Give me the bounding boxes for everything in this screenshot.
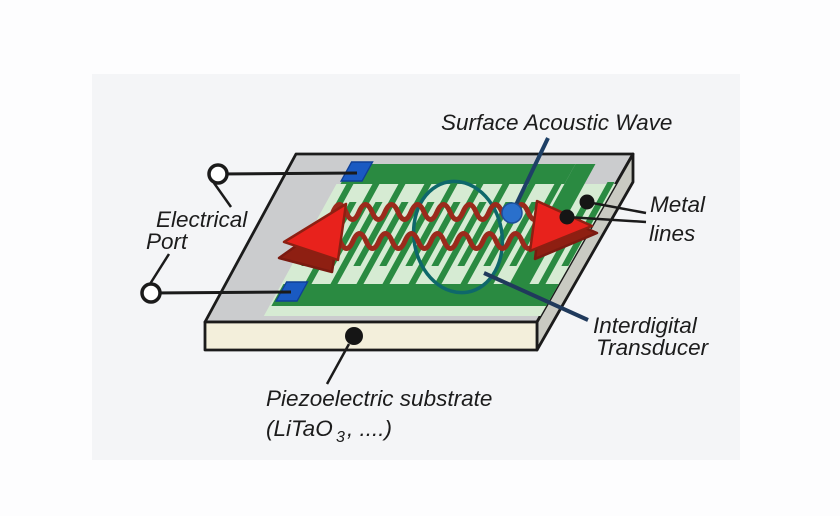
label-electrical: Electrical xyxy=(156,207,248,232)
idt-finger xyxy=(329,202,383,286)
metal-lines-leader-bottom xyxy=(566,215,647,224)
port-terminal-bottom xyxy=(140,282,162,304)
idt-finger xyxy=(355,202,409,286)
electrode-pad-top xyxy=(339,161,374,182)
label-transducer: Transducer xyxy=(596,335,710,360)
port-terminal-top xyxy=(207,163,229,185)
idt-finger xyxy=(381,202,435,286)
metal-lines-leader-top xyxy=(586,200,647,215)
label-substrate-formula-suffix: , ....) xyxy=(347,416,392,441)
metal-lines-pointers xyxy=(559,194,647,225)
electrode-pads xyxy=(274,161,374,302)
substrate-pointer xyxy=(325,327,363,385)
electrical-port-leader-bottom xyxy=(148,253,171,285)
idt-finger xyxy=(433,202,487,286)
substrate-leader xyxy=(325,343,351,385)
idt-highlight-ellipse xyxy=(411,179,505,295)
saw-wave-lower xyxy=(324,231,538,251)
metal-lines-dot-top xyxy=(579,194,595,210)
label-substrate-formula-subscript: 3 xyxy=(336,429,345,446)
port-wiring xyxy=(140,163,358,304)
label-piezoelectric-substrate: Piezoelectric substrate xyxy=(266,386,492,411)
electrical-port-leader-top xyxy=(212,182,233,208)
label-surface-acoustic-wave: Surface Acoustic Wave xyxy=(441,110,672,135)
idt-bottom-busbar xyxy=(271,284,570,306)
idt-top-busbar xyxy=(340,164,576,184)
label-substrate-formula-prefix: (LiTaO xyxy=(266,416,333,441)
port-wire-bottom xyxy=(150,290,292,295)
label-port: Port xyxy=(146,229,189,254)
substrate-dot xyxy=(345,327,363,345)
substrate-front-face xyxy=(203,320,539,352)
label-metal: Metal xyxy=(650,192,706,217)
wave-arrowheads xyxy=(277,199,599,274)
saw-arrow-left xyxy=(282,202,348,262)
label-interdigital: Interdigital xyxy=(593,313,698,338)
saw-pointer-dot xyxy=(501,202,523,224)
saw-pointer-line xyxy=(512,137,550,210)
metal-lines-dot-bottom xyxy=(559,209,575,225)
port-wire-top xyxy=(217,171,358,176)
interdigital-leader xyxy=(483,271,589,322)
label-lines: lines xyxy=(649,221,695,246)
